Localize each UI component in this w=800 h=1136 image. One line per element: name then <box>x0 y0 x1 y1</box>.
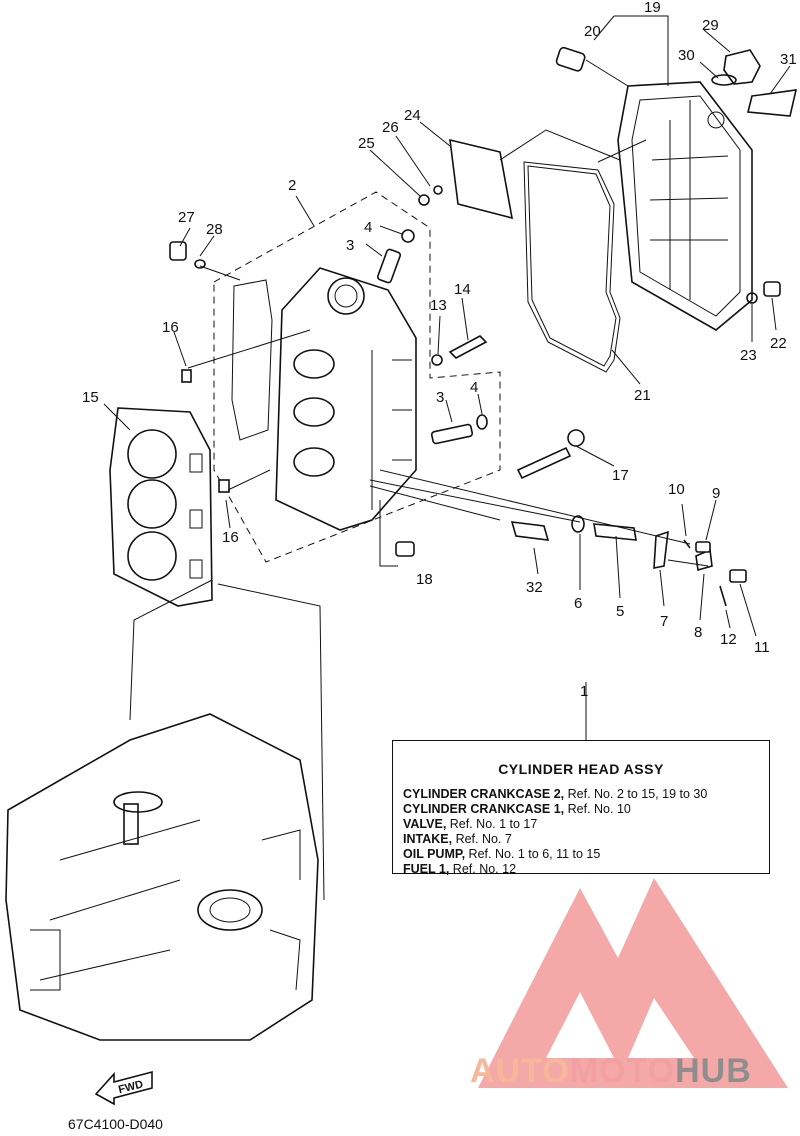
assembly-info-box: CYLINDER HEAD ASSY CYLINDER CRANKCASE 2,… <box>392 740 770 876</box>
callout-11: 11 <box>754 639 770 656</box>
callout-17: 17 <box>612 467 629 484</box>
callout-28: 28 <box>206 221 223 238</box>
crankcase-block <box>5 713 319 1041</box>
callout-27: 27 <box>178 209 195 226</box>
callout-14: 14 <box>454 281 471 298</box>
spark-plug <box>510 521 550 541</box>
automotohub-logo-text: AUTOMOTOHUB <box>470 1052 752 1090</box>
bolt-27 <box>169 241 187 261</box>
callout-4-upper: 4 <box>364 219 372 236</box>
callout-19: 19 <box>644 0 661 16</box>
shaft-5 <box>593 523 637 541</box>
leader-lines <box>103 15 791 901</box>
callout-26: 26 <box>382 119 399 136</box>
callout-30: 30 <box>678 47 695 64</box>
bolt-11 <box>729 569 747 583</box>
callout-2: 2 <box>288 177 296 194</box>
callout-24: 24 <box>404 107 421 124</box>
washer-28 <box>194 259 206 269</box>
callout-3-upper: 3 <box>346 237 354 254</box>
oil-filler-cap <box>723 49 761 85</box>
callout-22: 22 <box>770 335 787 352</box>
callout-1: 1 <box>580 683 588 700</box>
callout-29: 29 <box>702 17 719 34</box>
dowel-upper <box>181 369 192 383</box>
bolt-18 <box>395 541 415 557</box>
callout-4-lower: 4 <box>470 379 478 396</box>
fwd-arrow-icon: FWD <box>94 1070 153 1106</box>
callout-9: 9 <box>712 485 720 502</box>
pin-12 <box>719 585 727 607</box>
bracket-7 <box>653 530 669 569</box>
callout-5: 5 <box>616 603 624 620</box>
head-assembly-outline <box>213 191 501 563</box>
callout-7: 7 <box>660 613 668 630</box>
callout-16-upper: 16 <box>162 319 179 336</box>
callout-31: 31 <box>780 51 797 68</box>
automotohub-logo-mark <box>478 878 788 1088</box>
cover-gasket <box>523 161 621 373</box>
cylinder-head <box>275 267 417 531</box>
label-31 <box>746 89 798 117</box>
callout-16-lower: 16 <box>222 529 239 546</box>
callout-12: 12 <box>720 631 737 648</box>
bolt-20 <box>555 46 586 72</box>
plate-8 <box>695 548 713 572</box>
bolt-17 <box>516 429 585 480</box>
callout-25: 25 <box>358 135 375 152</box>
assembly-row: OIL PUMP, Ref. No. 1 to 6, 11 to 15 <box>403 847 601 861</box>
callout-20: 20 <box>584 23 601 40</box>
assembly-row: VALVE, Ref. No. 1 to 17 <box>403 817 538 831</box>
callout-13: 13 <box>430 297 447 314</box>
callout-21: 21 <box>634 387 651 404</box>
o-ring-30 <box>711 74 737 86</box>
bolt-14 <box>448 335 488 359</box>
fwd-label: FWD <box>117 1078 144 1096</box>
assembly-row: CYLINDER CRANKCASE 2, Ref. No. 2 to 15, … <box>403 787 708 801</box>
valve-upper <box>376 248 402 284</box>
callout-18: 18 <box>416 571 433 588</box>
back-gasket <box>231 279 273 441</box>
washer-6 <box>571 515 585 533</box>
assembly-row: CYLINDER CRANKCASE 1, Ref. No. 10 <box>403 802 631 816</box>
clip-upper <box>401 229 415 243</box>
bolt-25 <box>418 194 430 206</box>
washer-26 <box>433 185 443 195</box>
head-gasket <box>109 407 213 607</box>
callout-23: 23 <box>740 347 757 364</box>
pin-10 <box>683 539 691 549</box>
o-ring-13 <box>431 354 443 366</box>
dowel-lower <box>218 479 230 493</box>
callout-3-lower: 3 <box>436 389 444 406</box>
callout-6: 6 <box>574 595 582 612</box>
cover-plate <box>449 138 514 220</box>
assembly-row: INTAKE, Ref. No. 7 <box>403 832 512 846</box>
clip-lower <box>476 414 488 430</box>
washer-23 <box>746 292 758 304</box>
valve-lower <box>430 423 474 445</box>
callout-10: 10 <box>668 481 685 498</box>
assembly-row: FUEL 1, Ref. No. 12 <box>403 862 517 876</box>
head-cover <box>617 81 753 331</box>
bolt-9 <box>695 541 711 553</box>
assembly-title: CYLINDER HEAD ASSY <box>498 761 664 777</box>
bolt-22 <box>763 281 781 297</box>
callout-8: 8 <box>694 624 702 641</box>
callout-15: 15 <box>82 389 99 406</box>
diagram-code: 67C4100-D040 <box>68 1116 163 1132</box>
callout-32: 32 <box>526 579 543 596</box>
